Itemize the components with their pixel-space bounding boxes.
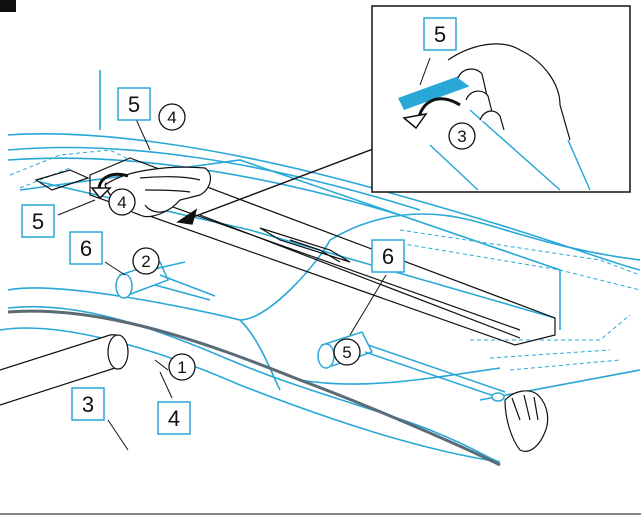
svg-text:4: 4 bbox=[167, 108, 176, 127]
callout-box-5-top: 5 bbox=[117, 87, 151, 121]
step-circle-3-inset: 3 bbox=[448, 122, 476, 150]
step-circle-4-hand: 4 bbox=[108, 188, 136, 216]
callout-box-5-inset: 5 bbox=[423, 17, 457, 51]
callout-box-6-left: 6 bbox=[69, 231, 103, 265]
tube bbox=[0, 334, 129, 406]
svg-text:3: 3 bbox=[457, 127, 466, 146]
svg-text:2: 2 bbox=[141, 252, 150, 271]
step-circle-2: 2 bbox=[132, 247, 160, 275]
rotate-arrow-icon bbox=[90, 187, 112, 200]
svg-text:1: 1 bbox=[177, 358, 186, 377]
left-stripe bbox=[7, 309, 501, 467]
step-circle-5: 5 bbox=[333, 338, 361, 366]
svg-text:4: 4 bbox=[117, 193, 126, 212]
clip-left bbox=[115, 261, 216, 301]
callout-box-5-left: 5 bbox=[21, 204, 55, 238]
svg-text:5: 5 bbox=[434, 22, 446, 47]
callout-box-3: 3 bbox=[71, 387, 105, 421]
step-circle-1: 1 bbox=[168, 353, 196, 381]
hand-icon bbox=[504, 390, 549, 452]
svg-text:6: 6 bbox=[80, 236, 92, 261]
rotate-arrow-icon bbox=[402, 112, 428, 130]
svg-text:5: 5 bbox=[32, 209, 44, 234]
corner-mark-icon bbox=[0, 0, 16, 12]
svg-text:5: 5 bbox=[128, 92, 140, 117]
callout-box-4: 4 bbox=[157, 401, 191, 435]
svg-text:6: 6 bbox=[382, 244, 394, 269]
callout-box-6-right: 6 bbox=[371, 239, 405, 273]
step-circle-4-top: 4 bbox=[158, 103, 186, 131]
svg-text:4: 4 bbox=[168, 406, 180, 431]
detail-inset bbox=[371, 5, 631, 193]
rail-channel bbox=[34, 157, 556, 346]
dashed-outline bbox=[9, 149, 641, 371]
svg-text:3: 3 bbox=[82, 392, 94, 417]
svg-text:5: 5 bbox=[342, 343, 351, 362]
